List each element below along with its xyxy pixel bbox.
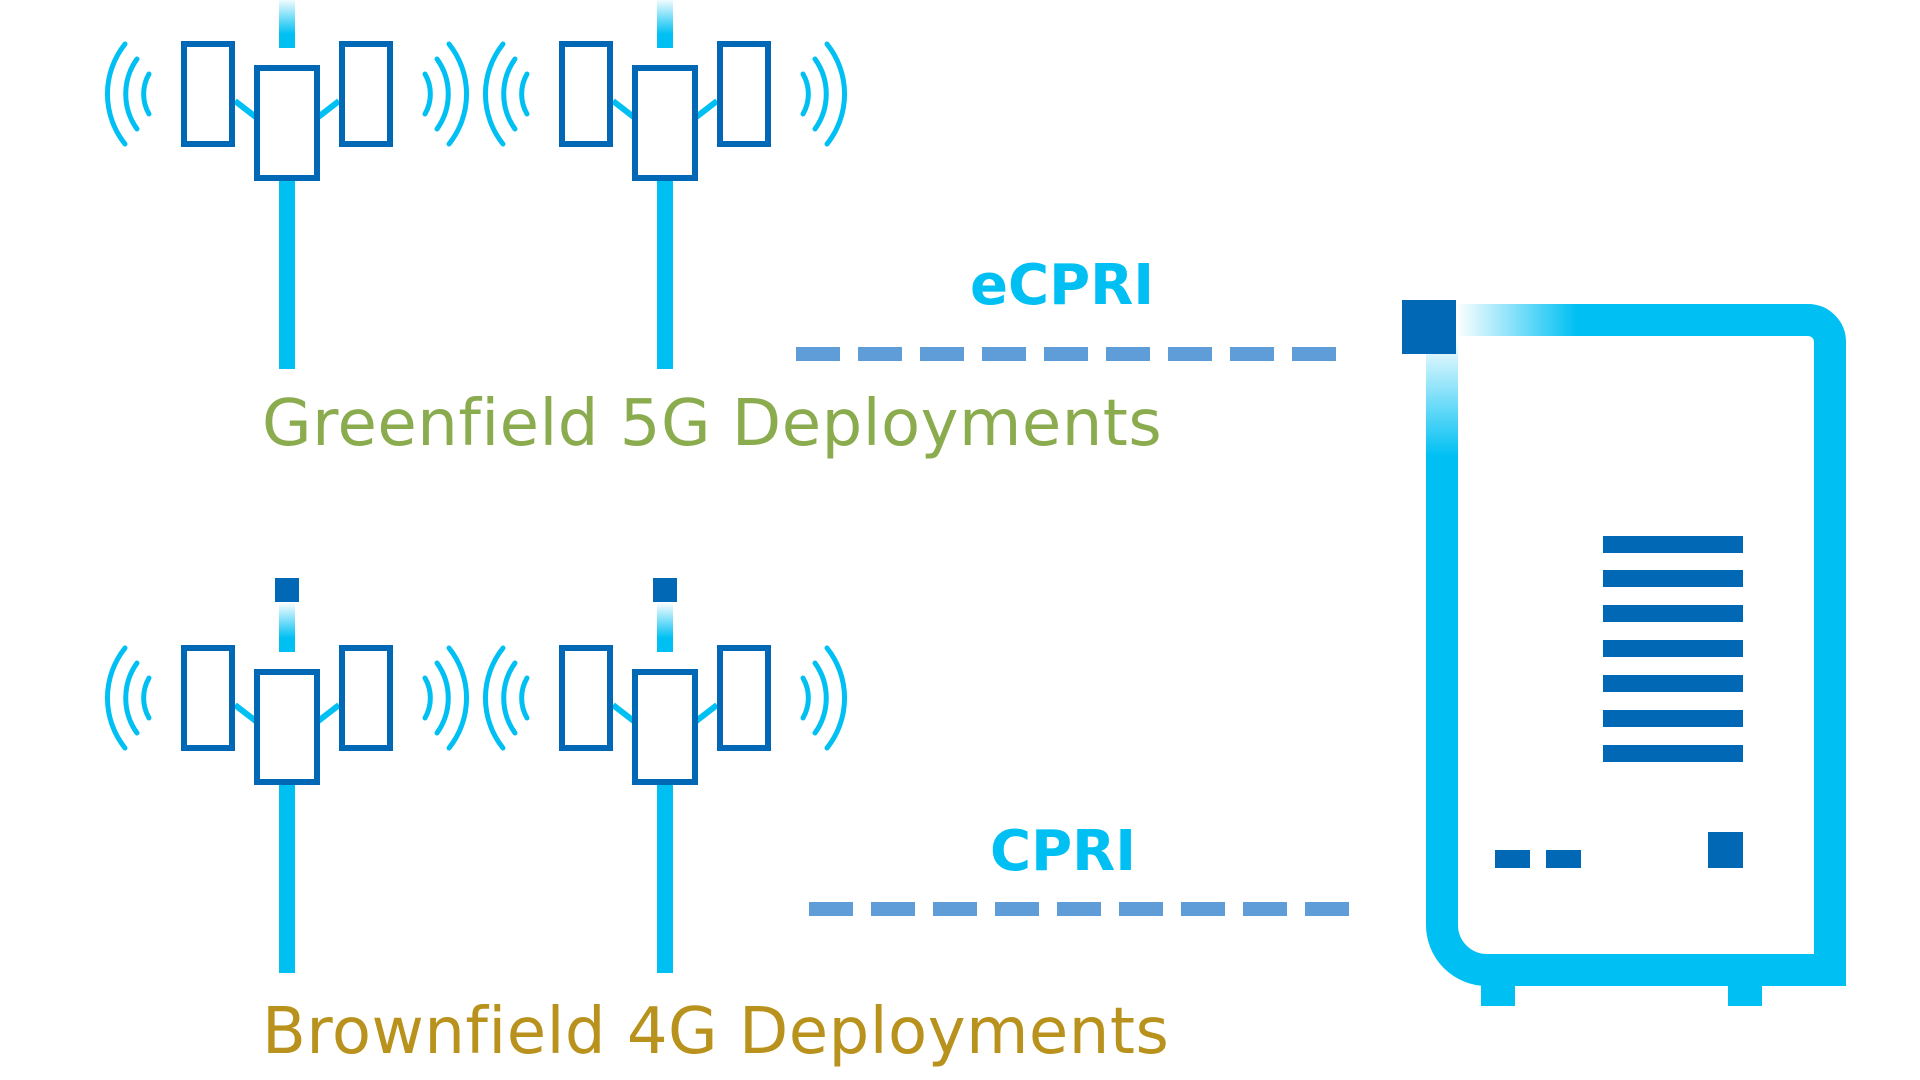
greenfield-label: Greenfield 5G Deployments — [262, 387, 1163, 461]
ecpri-label: eCPRI — [970, 253, 1155, 318]
cpri-label: CPRI — [990, 819, 1137, 884]
cell-tower-icon — [107, 0, 466, 369]
cell-tower-icon — [485, 0, 844, 369]
brownfield-label: Brownfield 4G Deployments — [262, 995, 1170, 1069]
greenfield-tower-group — [107, 0, 844, 369]
cell-tower-icon — [485, 578, 844, 973]
brownfield-tower-group — [107, 578, 844, 973]
server-icon — [1402, 300, 1846, 1006]
cell-tower-icon — [107, 578, 466, 973]
